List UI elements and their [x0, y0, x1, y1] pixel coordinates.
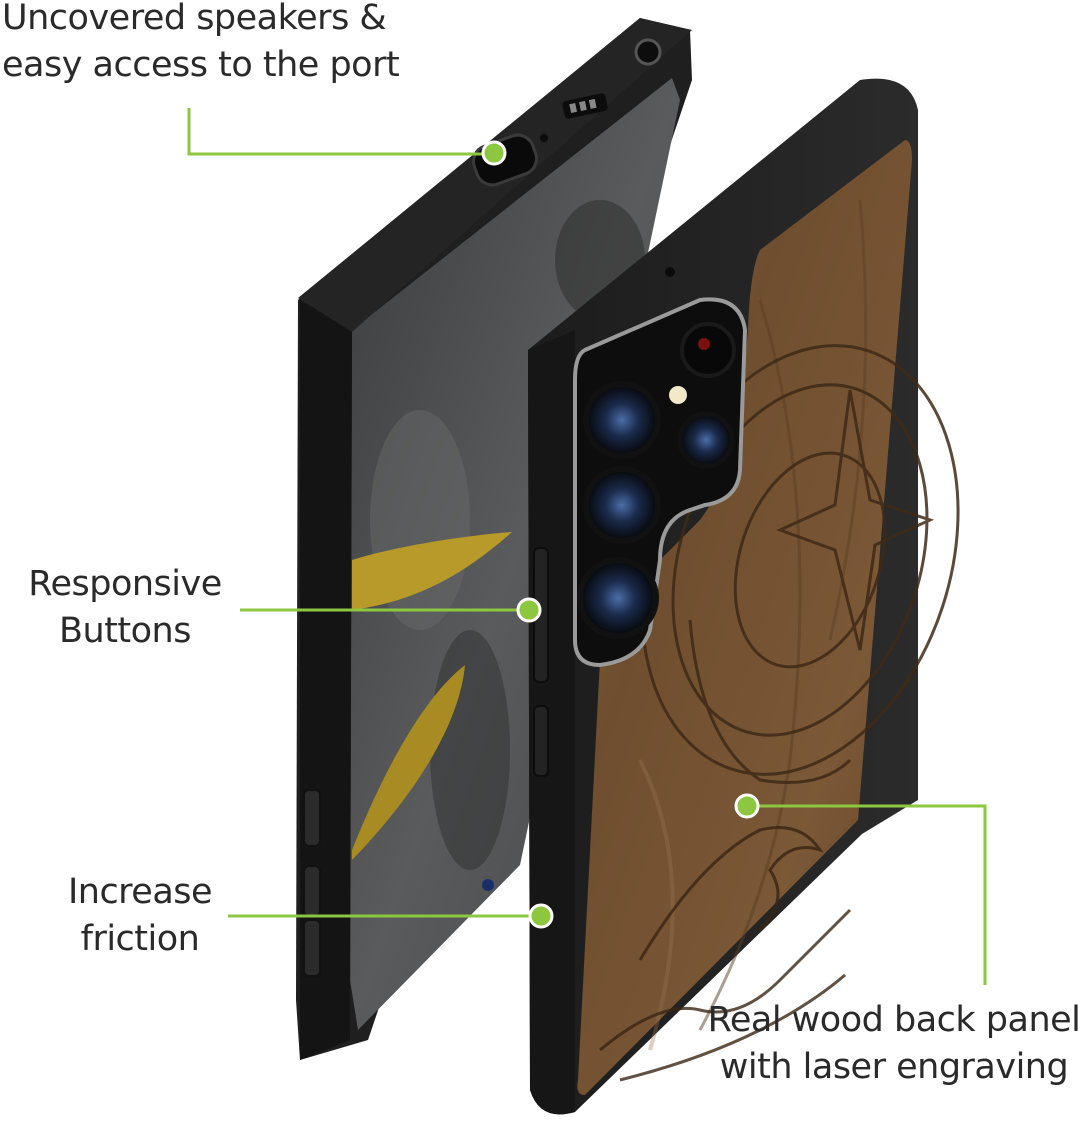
wood-panel	[577, 140, 912, 1095]
callout-label-speakers: Uncovered speakers & easy access to the …	[2, 0, 400, 89]
callout-label-line: Responsive	[28, 564, 222, 604]
callout-label-friction: Increase friction	[50, 869, 230, 963]
phone-back-view	[528, 78, 960, 1115]
callout-label-line: friction	[80, 919, 200, 959]
camera-hole	[634, 38, 662, 66]
callout-label-line: Buttons	[59, 611, 191, 651]
callout-dot-buttons	[516, 597, 542, 623]
callout-line-wood	[747, 804, 987, 985]
leaf-graphic	[352, 665, 465, 860]
callout-dot-speakers	[481, 140, 507, 166]
callout-label-line: Increase	[67, 872, 213, 912]
callout-label-line: Uncovered speakers &	[2, 0, 387, 38]
callout-label-line: with laser engraving	[719, 1047, 1069, 1087]
leaf-graphic	[352, 532, 512, 610]
callout-label-wood: Real wood back panel with laser engravin…	[698, 997, 1080, 1091]
callout-label-line: easy access to the port	[2, 45, 400, 85]
callout-dot-friction	[528, 903, 554, 929]
wave-engraving	[599, 826, 852, 1082]
callout-lines	[187, 108, 987, 985]
callout-label-line: Real wood back panel	[707, 1000, 1080, 1040]
callout-dots	[481, 140, 760, 929]
callout-dot-wood	[734, 793, 760, 819]
callout-line-speakers	[187, 108, 494, 156]
callout-label-buttons: Responsive Buttons	[20, 561, 230, 655]
